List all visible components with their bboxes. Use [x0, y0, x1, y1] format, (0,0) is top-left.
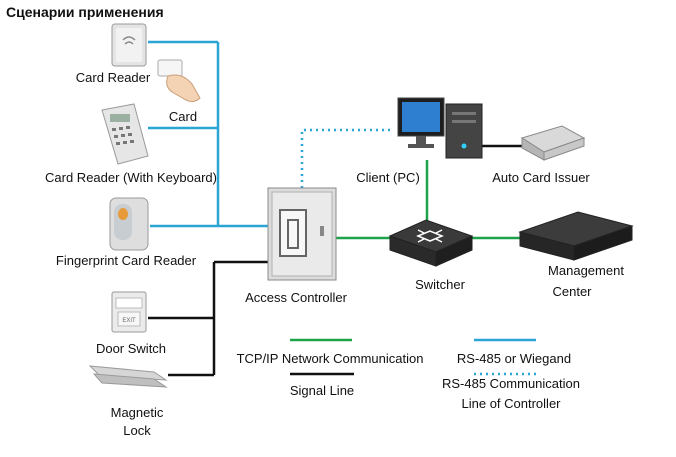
signal-lines	[148, 260, 268, 377]
client-pc-device	[397, 97, 483, 159]
tcp-ip-lines	[336, 160, 520, 240]
legend-rs485-controller-label-1: RS-485 Communication	[442, 376, 580, 391]
client-pc-label: Client (PC)	[356, 170, 420, 185]
exit-icon: EXIT	[122, 318, 136, 324]
keyboard-card-reader-device	[101, 103, 149, 165]
keyboard-card-reader-label: Card Reader (With Keyboard)	[45, 170, 217, 185]
legend: TCP/IP Network Communication RS-485 or W…	[237, 338, 580, 411]
legend-rs485-wiegand-label: RS-485 or Wiegand	[457, 351, 571, 366]
door-switch-label: Door Switch	[96, 341, 166, 356]
rs485-wiegand-lines	[148, 40, 268, 228]
rs485-controller-line	[300, 128, 394, 188]
legend-signal-label: Signal Line	[290, 383, 354, 398]
magnetic-lock-device	[88, 365, 168, 388]
switcher-label: Switcher	[415, 277, 466, 292]
management-center-label-1: Management	[548, 263, 624, 278]
page-title: Сценарии применения	[6, 4, 164, 20]
auto-card-issuer-label: Auto Card Issuer	[492, 170, 590, 185]
card-with-hand-image	[157, 59, 201, 103]
access-controller-label: Access Controller	[245, 290, 348, 305]
fingerprint-reader-device	[109, 197, 149, 251]
magnetic-lock-label-1: Magnetic	[111, 405, 164, 420]
magnetic-lock-label-2: Lock	[123, 423, 151, 438]
fingerprint-reader-label: Fingerprint Card Reader	[56, 253, 197, 268]
card-reader-label: Card Reader	[76, 70, 151, 85]
access-controller-device	[267, 187, 337, 281]
door-switch-device: EXIT	[111, 291, 147, 333]
card-reader-device	[111, 23, 147, 67]
legend-tcp-ip-label: TCP/IP Network Communication	[237, 351, 424, 366]
management-center-label-2: Center	[552, 284, 592, 299]
management-center-device	[482, 211, 634, 261]
switcher-device	[388, 219, 474, 267]
card-label: Card	[169, 109, 197, 124]
auto-card-issuer-device	[520, 125, 586, 161]
legend-rs485-controller-label-2: Line of Controller	[462, 396, 562, 411]
